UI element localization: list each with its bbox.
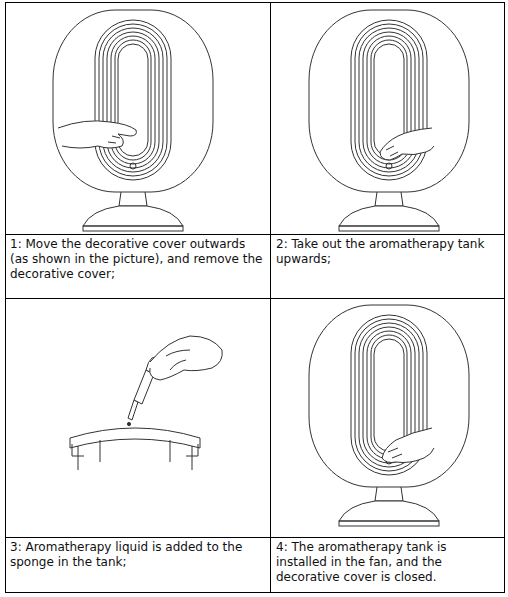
- table-cell: 1: Move the decorative cover outwards (a…: [10, 237, 265, 282]
- table-cell: 2: Take out the aromatherapy tank upward…: [276, 237, 500, 267]
- table-cell: 4: The aromatherapy tank is installed in…: [276, 540, 500, 585]
- table-cell: 3: Aromatherapy liquid is added to the s…: [10, 540, 265, 570]
